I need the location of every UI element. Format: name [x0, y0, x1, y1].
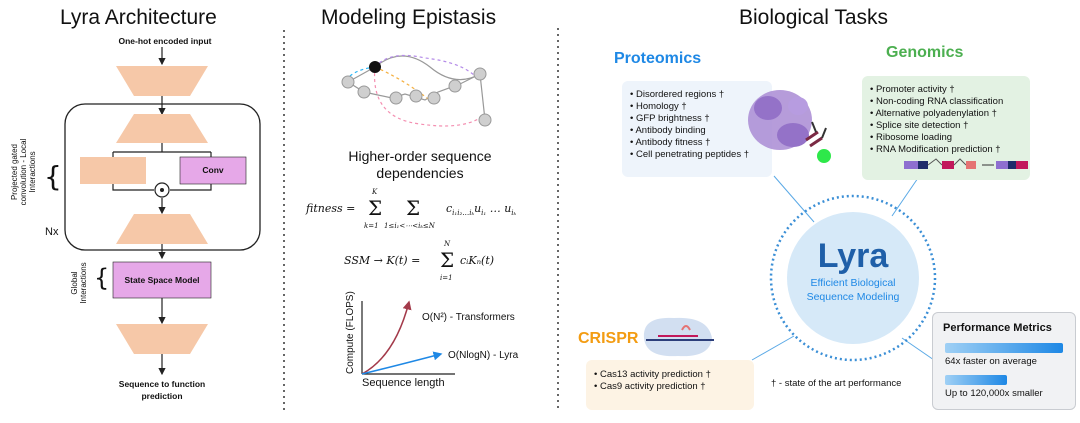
fitness-equation: fitness = Σ K k=1 Σ 1≤i₁<⋯<iₖ≤N ci₁i₂…iₖ…: [306, 188, 517, 230]
list-item: Cas9 activity prediction †: [594, 381, 754, 393]
list-item: Antibody fitness †: [630, 137, 772, 149]
list-item: RNA Modification prediction †: [870, 144, 1030, 156]
lyra-title: Lyra: [817, 237, 889, 275]
global-brace: {: [94, 264, 110, 292]
local-brace: {: [44, 160, 62, 193]
list-item: Homology †: [630, 101, 772, 113]
crispr-complex-icon: [643, 317, 714, 357]
metric-2-label: Up to 120,000x smaller: [945, 388, 1043, 399]
list-item: Promoter activity †: [870, 84, 1030, 96]
tasks-title: Biological Tasks: [739, 6, 889, 29]
proteomics-title: Proteomics: [614, 50, 702, 67]
list-item: Disordered regions †: [630, 89, 772, 101]
divider-2: [557, 28, 559, 412]
metrics-title: Performance Metrics: [943, 322, 1052, 334]
complexity-chart: [361, 300, 455, 375]
projection-layer-2: [116, 114, 208, 143]
crispr-panel: Cas13 activity prediction † Cas9 activit…: [586, 360, 754, 410]
projection-layer-4: [116, 324, 208, 354]
list-item: Alternative polyadenylation †: [870, 108, 1030, 120]
tasks-connectors: [751, 175, 937, 362]
output-label-line2: prediction: [141, 391, 183, 401]
ssm-label: State Space Model: [124, 275, 200, 285]
list-item: Antibody binding: [630, 125, 772, 137]
lyra-core: [787, 212, 919, 344]
list-item: GFP brightness †: [630, 113, 772, 125]
input-label: One-hot encoded input: [118, 36, 212, 46]
footnote: † - state of the art performance: [771, 378, 902, 389]
list-item: Cas13 activity prediction †: [594, 369, 754, 381]
global-interactions-label: Global Interactions: [70, 262, 88, 304]
genomics-title: Genomics: [886, 44, 964, 61]
ssm-box: [112, 261, 212, 299]
chart-xlabel: Sequence length: [362, 377, 445, 389]
output-label-line1: Sequence to function: [118, 379, 206, 389]
projection-layer-1: [116, 66, 208, 96]
local-interactions-label: Projected gated convolution - Local Inte…: [10, 138, 37, 206]
metric-1-label: 64x faster on average: [945, 356, 1037, 367]
architecture-title: Lyra Architecture: [60, 6, 217, 29]
proteomics-panel: Disordered regions † Homology † GFP brig…: [622, 81, 772, 177]
epistasis-graph: [341, 54, 492, 127]
transformers-label: O(N²) - Transformers: [422, 312, 515, 323]
lyra-ring: [769, 194, 937, 362]
lyra-curve: [361, 351, 443, 375]
conv-box: [179, 156, 247, 185]
crispr-title: CRISPR: [578, 330, 639, 347]
list-item: Non-coding RNA classification: [870, 96, 1030, 108]
conv-label: Conv: [202, 165, 224, 175]
gated-conv-block: [64, 103, 261, 251]
architecture-diagram: [64, 30, 285, 410]
repeat-label: Nx: [45, 226, 59, 238]
metrics-panel: Performance Metrics 64x faster on averag…: [932, 312, 1076, 410]
projection-layer-3: [116, 214, 208, 244]
linear-box: [80, 157, 146, 184]
lyra-subtitle: Efficient Biological Sequence Modeling: [806, 277, 900, 303]
list-item: Splice site detection †: [870, 120, 1030, 132]
lyra-label: O(NlogN) - Lyra: [448, 350, 519, 361]
rna-splicing-icon: [904, 158, 1028, 169]
transformers-curve: [361, 300, 412, 375]
list-item: Cell penetrating peptides †: [630, 149, 772, 161]
epistasis-subtitle: Higher-order sequence dependencies: [348, 148, 492, 181]
epistasis-title: Modeling Epistasis: [321, 6, 497, 29]
metric-bar-1: [945, 343, 1063, 353]
metric-bar-2: [945, 375, 1007, 385]
list-item: Ribosome loading: [870, 132, 1030, 144]
chart-ylabel: Compute (FLOPS): [345, 291, 356, 374]
protein-structure-icon: [748, 90, 831, 163]
ssm-equation: SSM → K(t) = Σ N i=1 cᵢKₙ(t): [344, 240, 495, 282]
